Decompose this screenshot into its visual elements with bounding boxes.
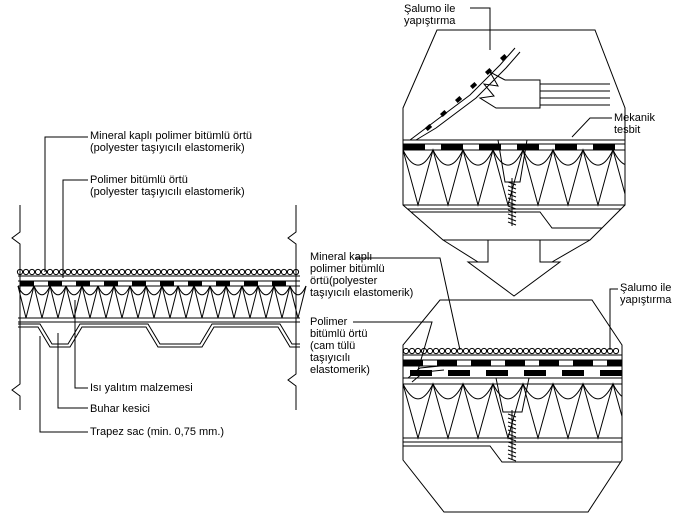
- torch-burner: [478, 70, 610, 109]
- break-line-right: [287, 205, 297, 410]
- bottom-detail-callout: [402, 299, 623, 513]
- left-leaders: [39, 136, 88, 433]
- break-line-left: [11, 205, 21, 410]
- label-left-mineral: Mineral kaplı polimer bitümlü örtü(polye…: [90, 130, 253, 154]
- label-isi-yalitim: Isı yalıtım malzemesi: [90, 382, 193, 394]
- down-arrow: [466, 239, 562, 297]
- trapezoid-deck: [18, 323, 300, 345]
- label-left-polimer: Polimer bitümlü örtü(polyester taşıyıcıl…: [90, 174, 245, 198]
- membrane-dashes: [20, 281, 286, 286]
- label-buhar-kesici: Buhar kesici: [90, 403, 150, 415]
- mineral-gravel-layer: [16, 268, 300, 276]
- insulation-layer: [17, 285, 307, 319]
- left-roof-section: [11, 205, 307, 410]
- label-trapez-sac: Trapez sac (min. 0,75 mm.): [90, 426, 225, 438]
- top-detail-callout: [402, 29, 626, 241]
- right-leaders: [353, 7, 618, 371]
